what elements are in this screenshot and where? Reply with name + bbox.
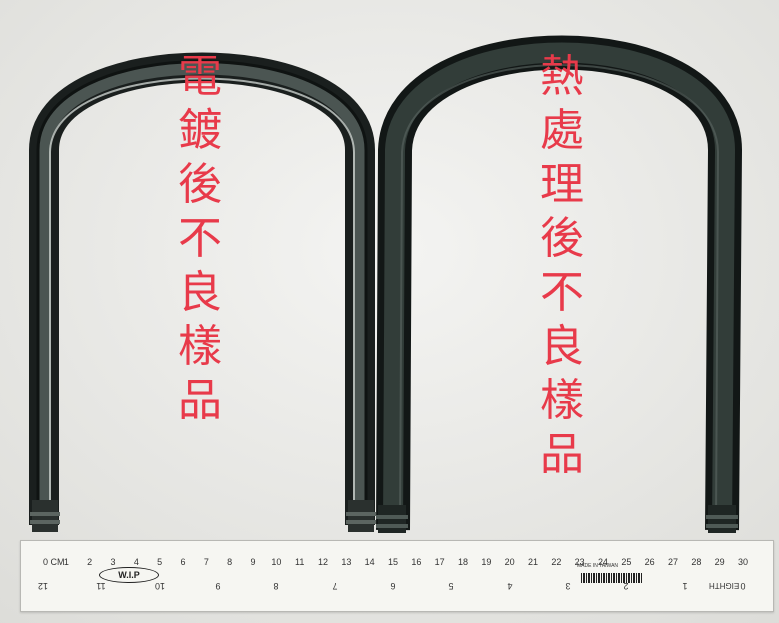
ruler-cm-number: 29 (714, 557, 725, 567)
ruler-cm-number: 28 (691, 557, 702, 567)
right-label-char: 不 (540, 267, 584, 318)
ruler-cm-number: 8 (227, 557, 233, 567)
ruler-cm-label: 0 CM (43, 557, 65, 567)
right-label-char: 良 (540, 321, 584, 372)
ruler-cm-number: 21 (527, 557, 539, 567)
ruler-cm-number: 10 (271, 557, 282, 567)
right-label-char: 樣 (540, 375, 584, 426)
right-label-heat-treated: 熱處理後不良樣品 (540, 50, 584, 482)
ruler-cm-number: 1 (63, 557, 69, 567)
right-label-char: 後 (540, 213, 584, 264)
left-label-char: 良 (178, 267, 222, 318)
ruler-brand-logo: W.I.P (99, 567, 159, 583)
ruler-cm-number: 24 (597, 557, 609, 567)
left-label-char: 電 (178, 51, 222, 102)
ruler-made-in: MADE IN TAIWAN (577, 563, 619, 569)
ruler-cm-number: 25 (621, 557, 632, 567)
ruler-cm-number: 2 (87, 557, 93, 567)
ruler-cm-number: 5 (157, 557, 163, 567)
left-label-electroplated: 電鍍後不良樣品 (178, 50, 222, 428)
ruler-cm-number: 13 (341, 557, 352, 567)
ruler-cm-number: 6 (180, 557, 186, 567)
left-label-char: 鍍 (178, 105, 222, 156)
ruler-cm-number: 7 (203, 557, 209, 567)
ruler-cm-number: 22 (551, 557, 562, 567)
ruler-cm-number: 15 (387, 557, 399, 567)
ruler-cm-number: 19 (481, 557, 492, 567)
ruler-cm-number: 30 (737, 557, 749, 567)
ruler-cm-number: 12 (317, 557, 329, 567)
left-label-char: 不 (178, 213, 222, 264)
left-u-bracket (29, 52, 376, 532)
ruler-cm-number: 3 (110, 557, 116, 567)
barcode-icon (581, 573, 643, 583)
ruler-cm-number: 11 (294, 557, 305, 567)
right-label-char: 理 (540, 159, 584, 210)
right-label-char: 品 (540, 429, 584, 480)
left-label-char: 品 (178, 375, 222, 426)
ruler-cm-number: 18 (457, 557, 469, 567)
ruler-cm-number: 20 (504, 557, 515, 567)
ruler-cm-number: 23 (574, 557, 585, 567)
ruler-cm-number: 27 (667, 557, 679, 567)
ruler-cm-number: 26 (644, 557, 655, 567)
right-label-char: 處 (540, 105, 584, 156)
ruler-cm-number: 16 (411, 557, 422, 567)
ruler-cm-number: 4 (133, 557, 139, 567)
ruler-cm-number: 17 (434, 557, 445, 567)
ruler-cm-number: 14 (364, 557, 375, 567)
ruler-cm-number: 9 (250, 557, 256, 567)
right-u-bracket (376, 35, 743, 533)
left-label-char: 樣 (178, 321, 222, 372)
left-label-char: 後 (178, 159, 222, 210)
right-label-char: 熱 (540, 51, 584, 102)
